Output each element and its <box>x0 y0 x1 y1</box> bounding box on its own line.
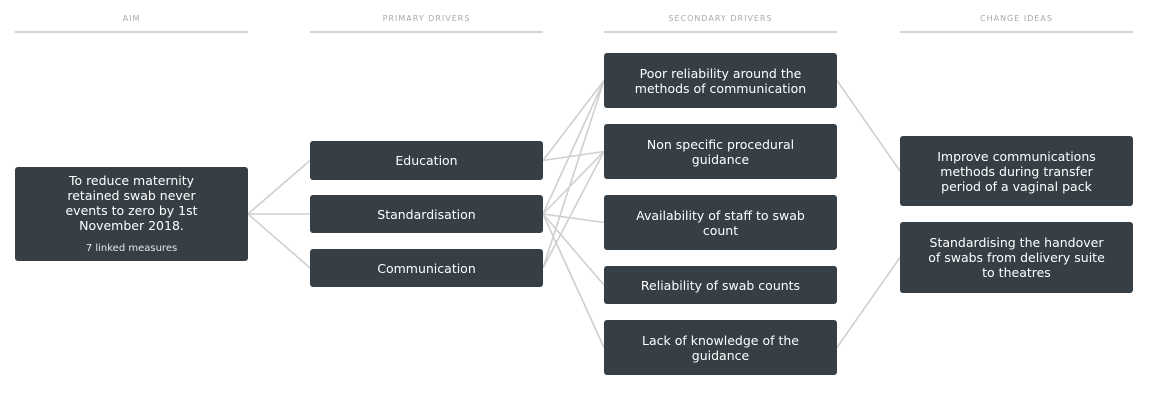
connector-p3-s2 <box>542 151 605 269</box>
column-header-secondary-drivers: SECONDARY DRIVERS <box>604 14 837 33</box>
connector-s1-c1 <box>836 80 901 172</box>
driver-label: Communication <box>377 260 476 276</box>
driver-label: Poor reliability around the methods of c… <box>634 65 807 96</box>
connector-p2-s1 <box>542 80 605 215</box>
primary-driver-education[interactable]: Education <box>310 141 543 180</box>
secondary-driver-swab-count-reliability[interactable]: Reliability of swab counts <box>604 266 837 304</box>
linked-measures-count: 7 linked measures <box>85 242 178 254</box>
secondary-driver-communication-methods[interactable]: Poor reliability around the methods of c… <box>604 53 837 108</box>
change-idea-communications[interactable]: Improve communications methods during tr… <box>900 136 1133 206</box>
change-idea-handover[interactable]: Standardising the handover of swabs from… <box>900 222 1133 293</box>
primary-driver-communication[interactable]: Communication <box>310 249 543 287</box>
connector-p2-s5 <box>542 213 605 348</box>
driver-label: Standardisation <box>377 206 476 222</box>
connector-p1-s1 <box>542 80 605 161</box>
aim-text: To reduce maternity retained swab never … <box>65 172 198 233</box>
driver-label: Reliability of swab counts <box>640 277 801 293</box>
column-header-aim: AIM <box>15 14 248 33</box>
secondary-driver-procedural-guidance[interactable]: Non specific procedural guidance <box>604 124 837 179</box>
connector-aim-p1 <box>247 159 311 215</box>
connector-p1-s2 <box>542 150 605 162</box>
aim-box[interactable]: To reduce maternity retained swab never … <box>15 167 248 261</box>
secondary-driver-staff-availability[interactable]: Availability of staff to swab count <box>604 195 837 250</box>
column-header-primary-drivers: PRIMARY DRIVERS <box>310 14 543 33</box>
driver-label: Education <box>395 153 458 168</box>
connector-p2-s3 <box>542 213 605 224</box>
driver-label: Availability of staff to swab count <box>636 207 805 238</box>
primary-driver-standardisation[interactable]: Standardisation <box>310 195 543 233</box>
driver-label: Non specific procedural guidance <box>646 136 795 167</box>
connector-p2-s4 <box>542 213 605 286</box>
connector-aim-p3 <box>247 213 311 269</box>
change-idea-label: Improve communications methods during tr… <box>937 148 1096 194</box>
column-header-change-ideas: CHANGE IDEAS <box>900 14 1133 33</box>
connector-p2-s2 <box>542 150 605 215</box>
driver-label: Lack of knowledge of the guidance <box>642 332 799 363</box>
change-idea-label: Standardising the handover of swabs from… <box>928 235 1105 280</box>
connector-s5-c2 <box>836 257 901 348</box>
secondary-driver-guidance-knowledge[interactable]: Lack of knowledge of the guidance <box>604 320 837 375</box>
connector-p3-s1 <box>542 80 605 269</box>
